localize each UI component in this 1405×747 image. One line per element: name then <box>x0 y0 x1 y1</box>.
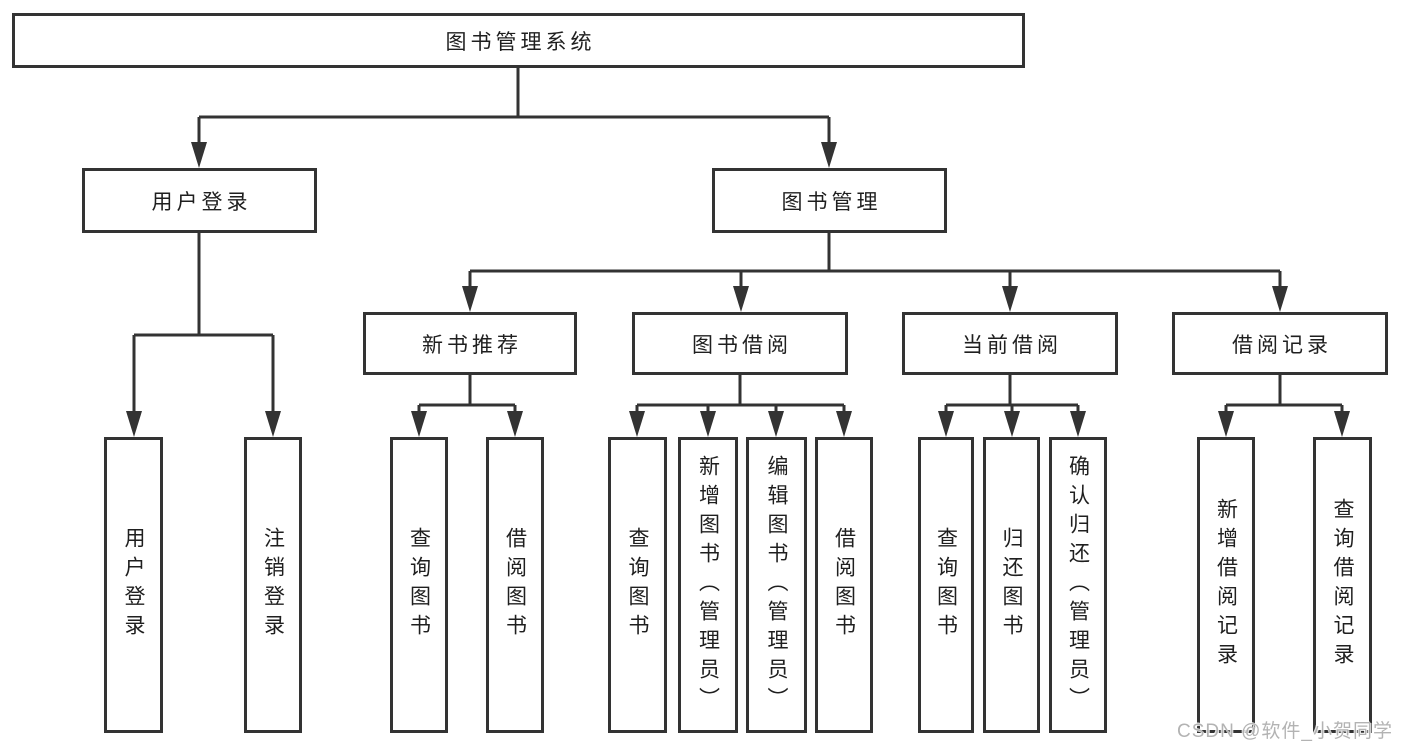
leaf-newbooks-query-books: 查询图书 <box>390 437 448 733</box>
arrowhead-icons <box>126 142 1350 437</box>
leaf-label: 新增图书（管理员） <box>696 454 720 716</box>
leaf-label: 用户登录 <box>122 527 145 643</box>
leaf-label: 查询图书 <box>934 527 958 643</box>
node-label: 图书管理 <box>781 190 882 214</box>
leaf-label: 借阅图书 <box>832 527 856 643</box>
node-root-library-system: 图书管理系统 <box>12 13 1025 68</box>
leaf-borrowing-borrow-books: 借阅图书 <box>815 437 873 733</box>
leaf-label: 新增借阅记录 <box>1214 498 1238 672</box>
leaf-newbooks-borrow-books: 借阅图书 <box>486 437 544 733</box>
node-label: 当前借阅 <box>962 333 1062 357</box>
leaf-borrowing-add-books-admin: 新增图书（管理员） <box>678 437 738 733</box>
node-label: 新书推荐 <box>422 333 522 357</box>
leaf-label: 查询图书 <box>407 527 431 643</box>
node-label: 图书管理系统 <box>445 30 596 54</box>
node-user-login: 用户登录 <box>82 168 317 233</box>
leaf-borrowing-query-books: 查询图书 <box>608 437 667 733</box>
leaf-label: 编辑图书（管理员） <box>765 454 788 716</box>
node-book-borrowing: 图书借阅 <box>632 312 848 375</box>
node-label: 借阅记录 <box>1232 333 1332 357</box>
node-book-management: 图书管理 <box>712 168 947 233</box>
leaf-label: 注销登录 <box>261 527 285 643</box>
node-label: 图书借阅 <box>692 333 792 357</box>
csdn-watermark: CSDN @软件_小贺同学 <box>1177 721 1393 742</box>
leaf-label: 确认归还（管理员） <box>1066 454 1090 716</box>
leaf-label: 查询图书 <box>626 527 649 643</box>
leaf-label: 借阅图书 <box>503 527 527 643</box>
leaf-label: 查询借阅记录 <box>1331 498 1354 672</box>
leaf-logout: 注销登录 <box>244 437 302 733</box>
node-borrow-records: 借阅记录 <box>1172 312 1388 375</box>
leaf-user-login: 用户登录 <box>104 437 163 733</box>
leaf-label: 归还图书 <box>1000 527 1023 643</box>
leaf-current-return-books: 归还图书 <box>983 437 1040 733</box>
node-new-book-recommend: 新书推荐 <box>363 312 577 375</box>
leaf-current-query-books: 查询图书 <box>918 437 974 733</box>
node-current-borrowing: 当前借阅 <box>902 312 1118 375</box>
leaf-records-query-borrow-record: 查询借阅记录 <box>1313 437 1372 733</box>
leaf-borrowing-edit-books-admin: 编辑图书（管理员） <box>746 437 807 733</box>
leaf-records-add-borrow-record: 新增借阅记录 <box>1197 437 1255 733</box>
node-label: 用户登录 <box>151 190 252 214</box>
leaf-current-confirm-return-admin: 确认归还（管理员） <box>1049 437 1107 733</box>
